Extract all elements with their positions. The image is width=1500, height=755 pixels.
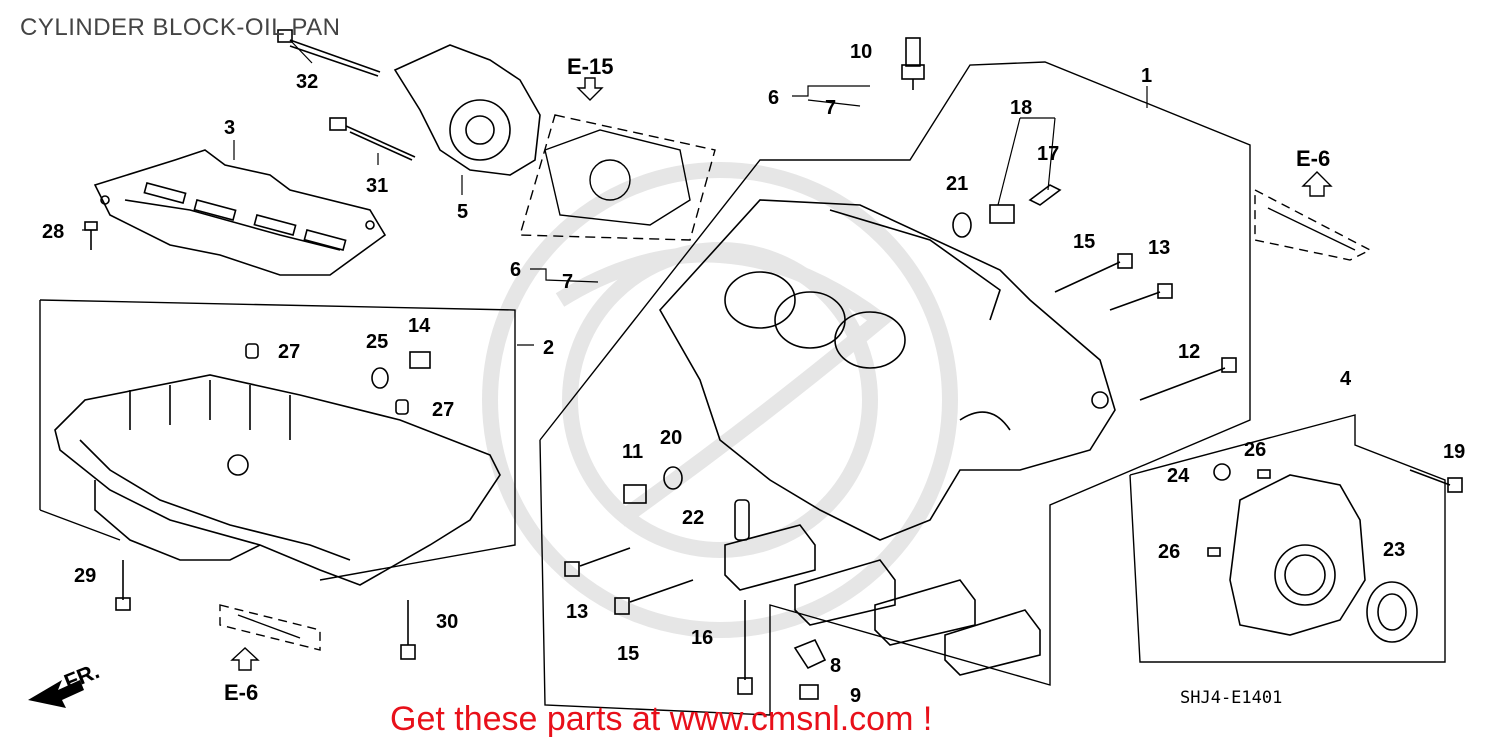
callout-22: 22 (682, 507, 704, 529)
callout-3: 3 (224, 117, 235, 139)
callout-14: 14 (408, 315, 431, 337)
callout-9: 9 (850, 685, 861, 707)
bolt-32 (277, 29, 381, 77)
bolt-27-lower (395, 399, 409, 415)
callout-17: 17 (1037, 143, 1059, 165)
plug-14 (409, 351, 431, 369)
fitting-17 (1028, 184, 1062, 206)
watermark (482, 162, 958, 638)
bolt-19 (1409, 469, 1463, 493)
oil-pan (54, 374, 501, 586)
callout-24: 24 (1167, 465, 1190, 487)
callout-8: 8 (830, 655, 841, 677)
oil-pan-bracket (39, 299, 516, 581)
page-title: CYLINDER BLOCK-OIL PAN (20, 14, 341, 41)
washer-20 (663, 466, 683, 490)
callout-26-lower: 26 (1158, 541, 1180, 563)
stud-e6-right (1254, 171, 1372, 261)
washer-25 (371, 367, 389, 389)
bolt-15-lower (614, 579, 694, 615)
callout-7-lower: 7 (562, 271, 573, 293)
ref-e6-right: E-6 (1296, 146, 1330, 171)
callout-27-lower: 27 (432, 399, 454, 421)
block-bracket (539, 61, 1251, 716)
stud-16 (737, 600, 753, 695)
callout-19: 19 (1443, 441, 1465, 463)
stud-e6-bottom (219, 604, 321, 671)
callout-11: 11 (622, 441, 643, 463)
callout-30: 30 (436, 611, 458, 633)
callout-10: 10 (850, 41, 872, 63)
callout-32: 32 (296, 71, 318, 93)
callout-18: 18 (1010, 97, 1032, 119)
dowel-26 (1207, 469, 1271, 557)
callout-20: 20 (660, 427, 682, 449)
callout-4: 4 (1340, 368, 1352, 390)
cylinder-block (659, 199, 1116, 541)
plug-11 (623, 484, 647, 504)
callout-5: 5 (457, 201, 468, 223)
callout-13-lower: 13 (566, 601, 588, 623)
callout-28: 28 (42, 221, 64, 243)
bolt-28 (84, 221, 98, 250)
callout-13-upper: 13 (1148, 237, 1170, 259)
ref-e6-bottom: E-6 (224, 680, 258, 705)
oil-baffle-plate (93, 149, 387, 276)
dowel-22 (734, 499, 750, 541)
washer-24 (1213, 463, 1231, 481)
callout-6-upper: 6 (768, 87, 779, 109)
front-direction-arrow (28, 680, 84, 708)
callout-1: 1 (1141, 65, 1152, 87)
callout-7-upper: 7 (825, 97, 836, 119)
washer-21 (952, 212, 972, 238)
oil-seal-23 (1366, 581, 1418, 643)
plug-18 (989, 204, 1015, 224)
bolt-13-lower (564, 547, 631, 577)
nozzle-8 (793, 638, 827, 670)
callout-15-upper: 15 (1073, 231, 1095, 253)
ref-e15: E-15 (567, 54, 613, 79)
leader-lines (82, 39, 1148, 346)
bolt-9 (799, 684, 819, 700)
callout-2: 2 (543, 337, 554, 359)
callout-6-lower: 6 (510, 259, 521, 281)
water-pump-group (519, 77, 716, 241)
callout-16: 16 (691, 627, 713, 649)
front-direction-label: FR. (61, 658, 103, 694)
oil-pump (393, 44, 541, 176)
bolt-29 (115, 560, 131, 611)
bolt-12 (1139, 357, 1237, 401)
rear-cover-bracket (1129, 414, 1446, 663)
callout-29: 29 (74, 565, 96, 587)
callout-12: 12 (1178, 341, 1200, 363)
bolt-31 (329, 117, 416, 161)
bolt-30 (400, 600, 416, 660)
callout-26-upper: 26 (1244, 439, 1266, 461)
sensor-10 (901, 37, 925, 90)
callout-31: 31 (366, 175, 388, 197)
main-bearing-caps (724, 524, 1041, 676)
bolt-27-upper (245, 343, 259, 359)
bolt-15-upper (1054, 253, 1133, 293)
rear-oil-seal-housing (1229, 474, 1366, 636)
callout-25: 25 (366, 331, 388, 353)
bolt-13-upper (1109, 283, 1173, 311)
callout-21: 21 (946, 173, 968, 195)
callout-27-upper: 27 (278, 341, 300, 363)
callout-23: 23 (1383, 539, 1405, 561)
callout-15-lower: 15 (617, 643, 639, 665)
diagram-code: SHJ4-E1401 (1180, 688, 1283, 708)
promo-footer[interactable]: Get these parts at www.cmsnl.com ! (390, 700, 933, 738)
